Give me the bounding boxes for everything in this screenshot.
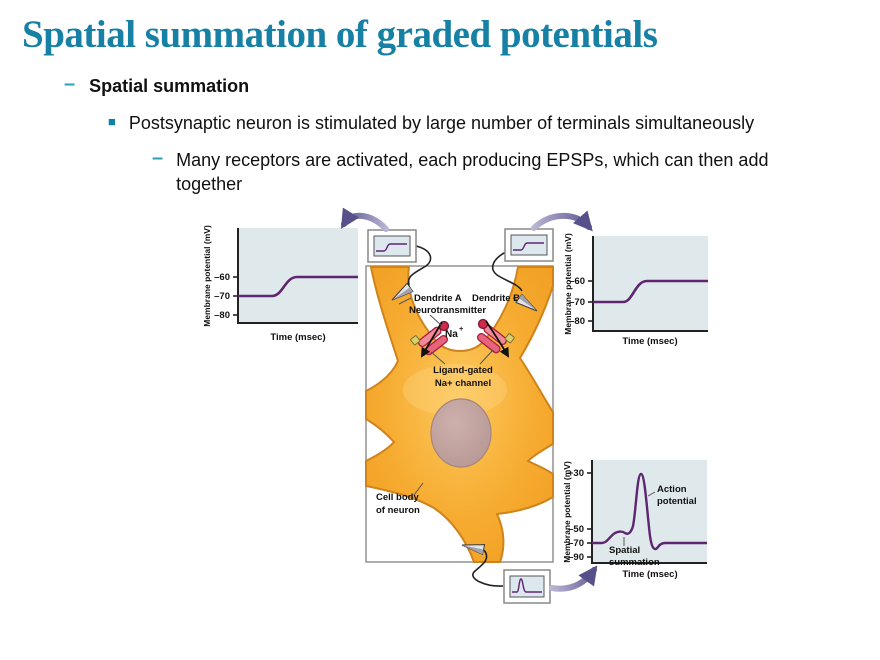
bullet-text-1: Spatial summation [89,76,250,96]
label-cell-body: of neuron [376,505,420,516]
label-dendrite-b: Dendrite B [472,293,520,304]
tick-label: –50 [568,524,584,535]
spatial-summation-label: summation [609,557,660,568]
graph-left: –60 –70 –80 Membrane potential (mV) Time… [202,225,358,343]
mini-spike-trace [512,578,542,593]
action-potential-label: potential [657,496,697,507]
action-potential-trace [592,472,707,551]
bullet-item-2: ■ Postsynaptic neuron is stimulated by l… [108,111,880,135]
bullet-text-3: Many receptors are activated, each produ… [176,149,769,194]
label-na-superscript: + [459,324,464,333]
nucleus [430,398,492,468]
dash-bullet-icon: – [152,146,164,169]
dash-bullet-icon: – [64,73,76,95]
x-axis-label: Time (msec) [622,336,677,347]
label-dendrite-a: Dendrite A [414,293,462,304]
annotation-pointer [647,491,656,497]
arrow-to-left-graph-icon [340,207,389,232]
epsp-trace [238,275,358,298]
spatial-summation-label: Spatial [609,545,640,556]
voltmeter-left [367,229,417,263]
tick-label: –60 [214,272,230,283]
y-axis-label: Membrane potential (mV) [562,461,572,563]
square-bullet-icon: ■ [108,114,116,130]
axes [592,236,708,332]
plot-area [238,228,358,323]
tick-label: –80 [214,310,230,321]
axes [237,228,358,324]
y-axis-label: Membrane potential (mV) [202,225,212,327]
bullet-text-2: Postsynaptic neuron is stimulated by lar… [128,113,755,134]
y-axis-label: Membrane potential (mV) [563,233,573,335]
neuron-highlight [403,364,507,416]
graph-bottom: +30 –50 –70 –90 Action potential Spatial… [562,460,707,580]
arrow-to-bottom-graph-icon [549,565,598,592]
tick-label: –80 [569,316,585,327]
arrow-to-right-graph-icon [531,210,593,232]
label-ligand-gated: Na+ channel [435,378,491,389]
tick-label: –70 [569,297,585,308]
axes [591,460,707,564]
bullet-list: – Spatial summation ■ Postsynaptic neuro… [0,70,880,196]
bullet-item-3: – Many receptors are activated, each pro… [152,148,880,197]
tick-label: –60 [569,276,585,287]
tick-label: –70 [214,291,230,302]
tick-label: +30 [568,468,584,479]
label-pointers [398,297,528,496]
ion-channel-left [410,320,450,358]
mini-epsp-trace [376,243,407,252]
slide-title: Spatial summation of graded potentials [22,13,658,56]
mini-epsp-trace [513,242,544,251]
tick-label: –90 [568,552,584,563]
x-axis-label: Time (msec) [622,569,677,580]
bullet-item-1: – Spatial summation [64,74,880,98]
tick-label: –70 [568,538,584,549]
action-potential-label: Action [657,484,687,495]
label-na: Na [445,329,458,340]
x-axis-label: Time (msec) [270,332,325,343]
plot-area [592,460,707,563]
voltmeter-right [504,228,554,262]
label-ligand-gated: Ligand-gated [433,365,493,376]
electrode-wires [407,245,523,587]
label-neurotransmitter: Neurotransmitter [409,305,486,316]
ion-channel-right [476,318,515,358]
neurotransmitter-dot [477,318,489,330]
graph-right-top: –60 –70 –80 Membrane potential (mV) Time… [563,233,708,347]
voltmeter-bottom [503,569,551,604]
label-cell-body: Cell body [376,492,419,503]
plot-area [593,236,708,331]
neuron-panel: Dendrite A Dendrite B Neurotransmitter N… [365,265,554,563]
epsp-trace [593,279,708,304]
ion-flow-arrow-icon [485,320,509,358]
